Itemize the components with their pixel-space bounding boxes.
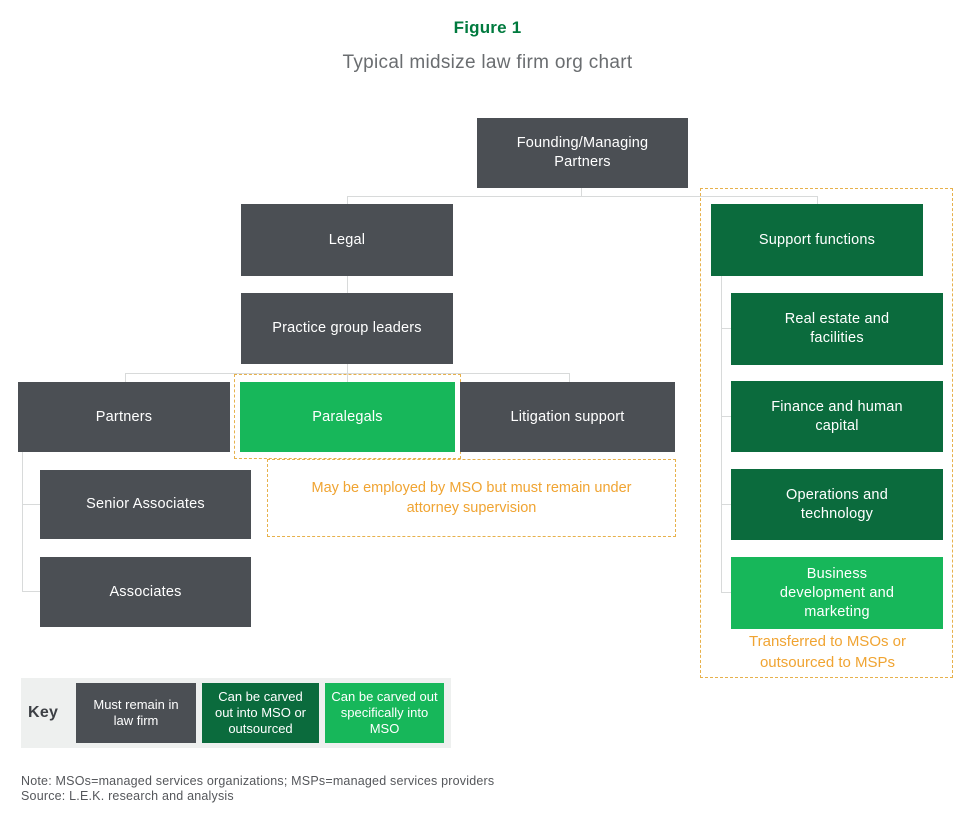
figure-label: Figure 1 <box>453 18 522 37</box>
node-practice-group-leaders: Practice group leaders <box>241 293 453 364</box>
node-support-functions: Support functions <box>711 204 923 276</box>
connector-to-finance <box>721 416 731 417</box>
connector-to-partners <box>125 373 126 382</box>
key-item-carved-mso-outsourced: Can be carved out into MSO or outsourced <box>202 683 319 743</box>
node-senior-associates: Senior Associates <box>40 470 251 539</box>
connector-support-vertical <box>721 276 722 593</box>
node-associates: Associates <box>40 557 251 627</box>
connector-to-legal <box>347 196 348 204</box>
node-finance-human-capital: Finance and human capital <box>731 381 943 452</box>
connector-to-paralegals <box>347 373 348 382</box>
figure-title: Typical midsize law firm org chart <box>342 52 633 73</box>
node-real-estate-facilities: Real estate and facilities <box>731 293 943 365</box>
node-founding-managing-partners: Founding/Managing Partners <box>477 118 688 188</box>
support-annotation: Transferred to MSOs or outsourced to MSP… <box>749 633 906 671</box>
connector-top-horizontal <box>347 196 817 197</box>
node-operations-technology: Operations and technology <box>731 469 943 540</box>
connector-to-bizdev <box>721 592 731 593</box>
connector-to-associates <box>22 591 40 592</box>
key-item-must-remain: Must remain in law firm <box>76 683 196 743</box>
support-functions-dashed-region <box>700 188 953 678</box>
connector-to-real-estate <box>721 328 731 329</box>
connector-to-operations <box>721 504 731 505</box>
footnote-note: Note: MSOs=managed services organization… <box>21 774 495 788</box>
connector-founding-down <box>581 188 582 196</box>
node-paralegals: Paralegals <box>240 382 455 452</box>
footnote-source: Source: L.E.K. research and analysis <box>21 789 234 803</box>
connector-to-support <box>817 196 818 204</box>
connector-practice-down <box>347 364 348 373</box>
paralegals-annotation: May be employed by MSO but must remain u… <box>267 459 676 537</box>
key-label: Key <box>28 704 59 721</box>
connector-to-litigation <box>569 373 570 382</box>
key-item-carved-specifically-mso: Can be carved out specifically into MSO <box>325 683 444 743</box>
node-litigation-support: Litigation support <box>460 382 675 452</box>
node-partners: Partners <box>18 382 230 452</box>
node-legal: Legal <box>241 204 453 276</box>
connector-to-senior-associates <box>22 504 40 505</box>
connector-partners-vertical <box>22 452 23 592</box>
node-business-development-marketing: Business development and marketing <box>731 557 943 629</box>
connector-legal-practice <box>347 276 348 293</box>
